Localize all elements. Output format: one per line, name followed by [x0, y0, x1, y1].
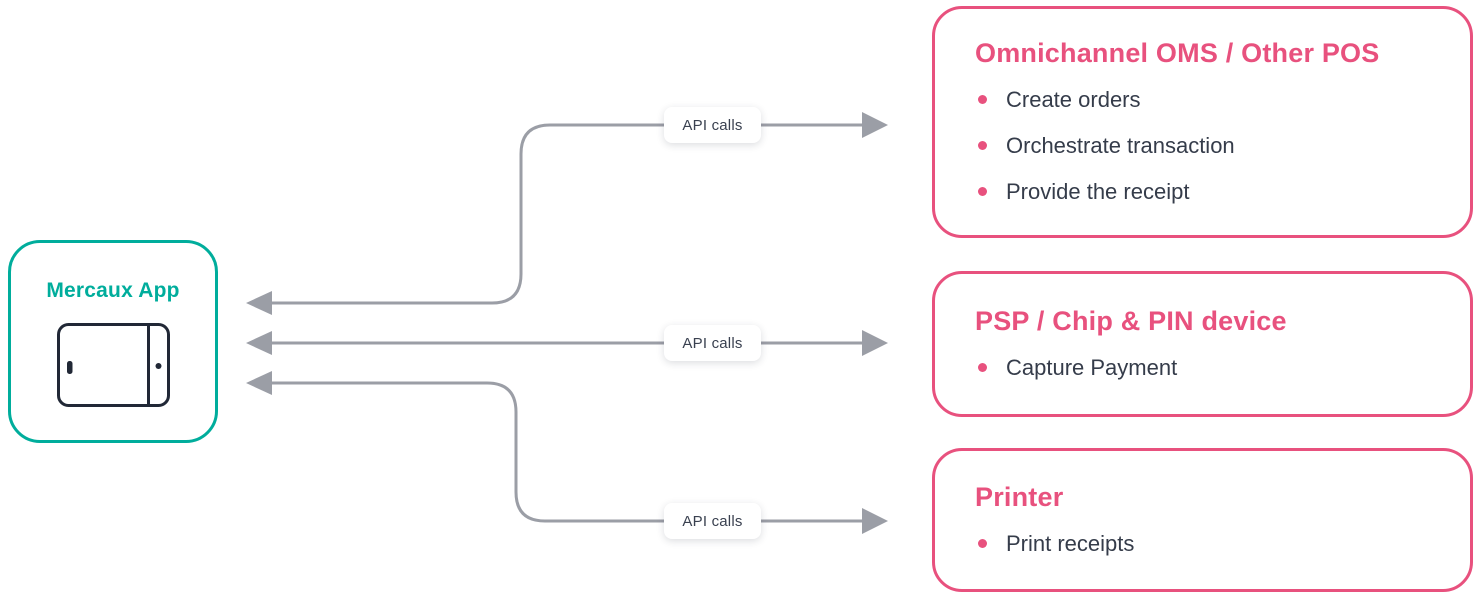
system-title-printer: Printer	[975, 482, 1064, 512]
arrowhead-right-oms	[862, 112, 888, 138]
mercaux-app-node: Mercaux App	[8, 240, 218, 443]
mercaux-app-label: Mercaux App	[46, 279, 180, 302]
wire-oms	[268, 123, 864, 305]
bullet-item: Print receipts	[975, 529, 1430, 559]
system-title-oms: Omnichannel OMS / Other POS	[975, 38, 1380, 68]
system-box-oms: Omnichannel OMS / Other POS Create order…	[932, 6, 1473, 238]
bullet-item: Orchestrate transaction	[975, 131, 1430, 161]
arrowhead-right-psp	[862, 330, 888, 356]
tablet-icon	[56, 323, 170, 407]
system-bullets-psp: Capture Payment	[975, 337, 1430, 383]
bullet-item: Create orders	[975, 85, 1430, 115]
system-title-psp: PSP / Chip & PIN device	[975, 306, 1287, 336]
bullet-item: Provide the receipt	[975, 177, 1430, 207]
api-calls-label-oms: API calls	[664, 107, 761, 143]
bullet-item: Capture Payment	[975, 353, 1430, 383]
system-bullets-printer: Print receipts	[975, 513, 1430, 559]
arrowhead-left-oms	[246, 291, 272, 315]
arrowhead-left-psp	[246, 331, 272, 355]
api-calls-label-psp: API calls	[664, 325, 761, 361]
system-bullets-oms: Create orders Orchestrate transaction Pr…	[975, 69, 1430, 207]
api-calls-label-printer: API calls	[664, 503, 761, 539]
system-box-psp: PSP / Chip & PIN device Capture Payment	[932, 271, 1473, 417]
arrowhead-right-printer	[862, 508, 888, 534]
system-box-printer: Printer Print receipts	[932, 448, 1473, 592]
wire-printer	[268, 381, 864, 523]
arrowhead-left-printer	[246, 371, 272, 395]
